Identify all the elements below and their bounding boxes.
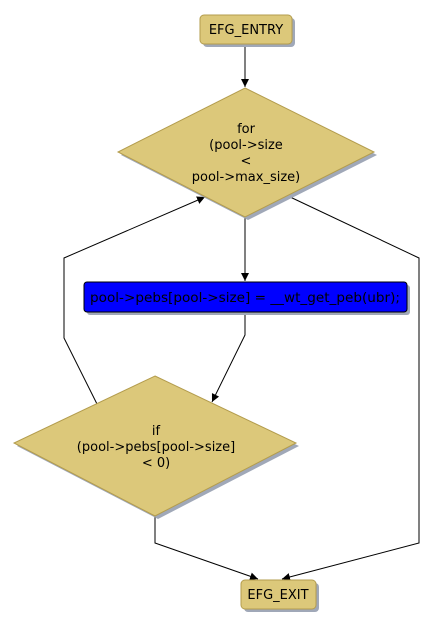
statement-node-box xyxy=(83,281,408,313)
edge-if-to-exit xyxy=(154,517,259,581)
if-condition-node[interactable]: if (pool->pebs[pool->size] < 0) xyxy=(12,375,299,519)
loop-condition-line-4: pool->max_size) xyxy=(192,170,300,185)
edge-statement-to-if xyxy=(211,312,246,403)
if-condition-line-3: < 0) xyxy=(142,456,170,471)
if-condition-diamond xyxy=(12,375,298,517)
loop-condition-diamond xyxy=(116,87,376,218)
entry-node-label: EFG_ENTRY xyxy=(209,23,283,38)
exit-node[interactable]: EFG_EXIT xyxy=(240,579,319,612)
loop-condition-line-3: < xyxy=(241,154,252,169)
entry-node-box xyxy=(199,14,293,45)
loop-condition-line-1: for xyxy=(237,122,256,137)
statement-node[interactable]: pool->pebs[pool->size] = __wt_get_peb(ub… xyxy=(83,281,410,315)
edge-if-back-to-loop xyxy=(63,196,206,405)
entry-node[interactable]: EFG_ENTRY xyxy=(199,14,295,47)
loop-condition-node[interactable]: for (pool->size < pool->max_size) xyxy=(116,87,377,220)
exit-node-label: EFG_EXIT xyxy=(247,588,308,603)
exit-node-box xyxy=(240,579,317,610)
if-condition-line-2: (pool->pebs[pool->size] xyxy=(77,440,235,455)
if-condition-line-1: if xyxy=(152,424,161,439)
statement-node-label: pool->pebs[pool->size] = __wt_get_peb(ub… xyxy=(90,291,400,306)
loop-condition-line-2: (pool->size xyxy=(209,138,283,153)
edge-loop-to-exit xyxy=(281,195,420,581)
edges xyxy=(63,44,420,581)
